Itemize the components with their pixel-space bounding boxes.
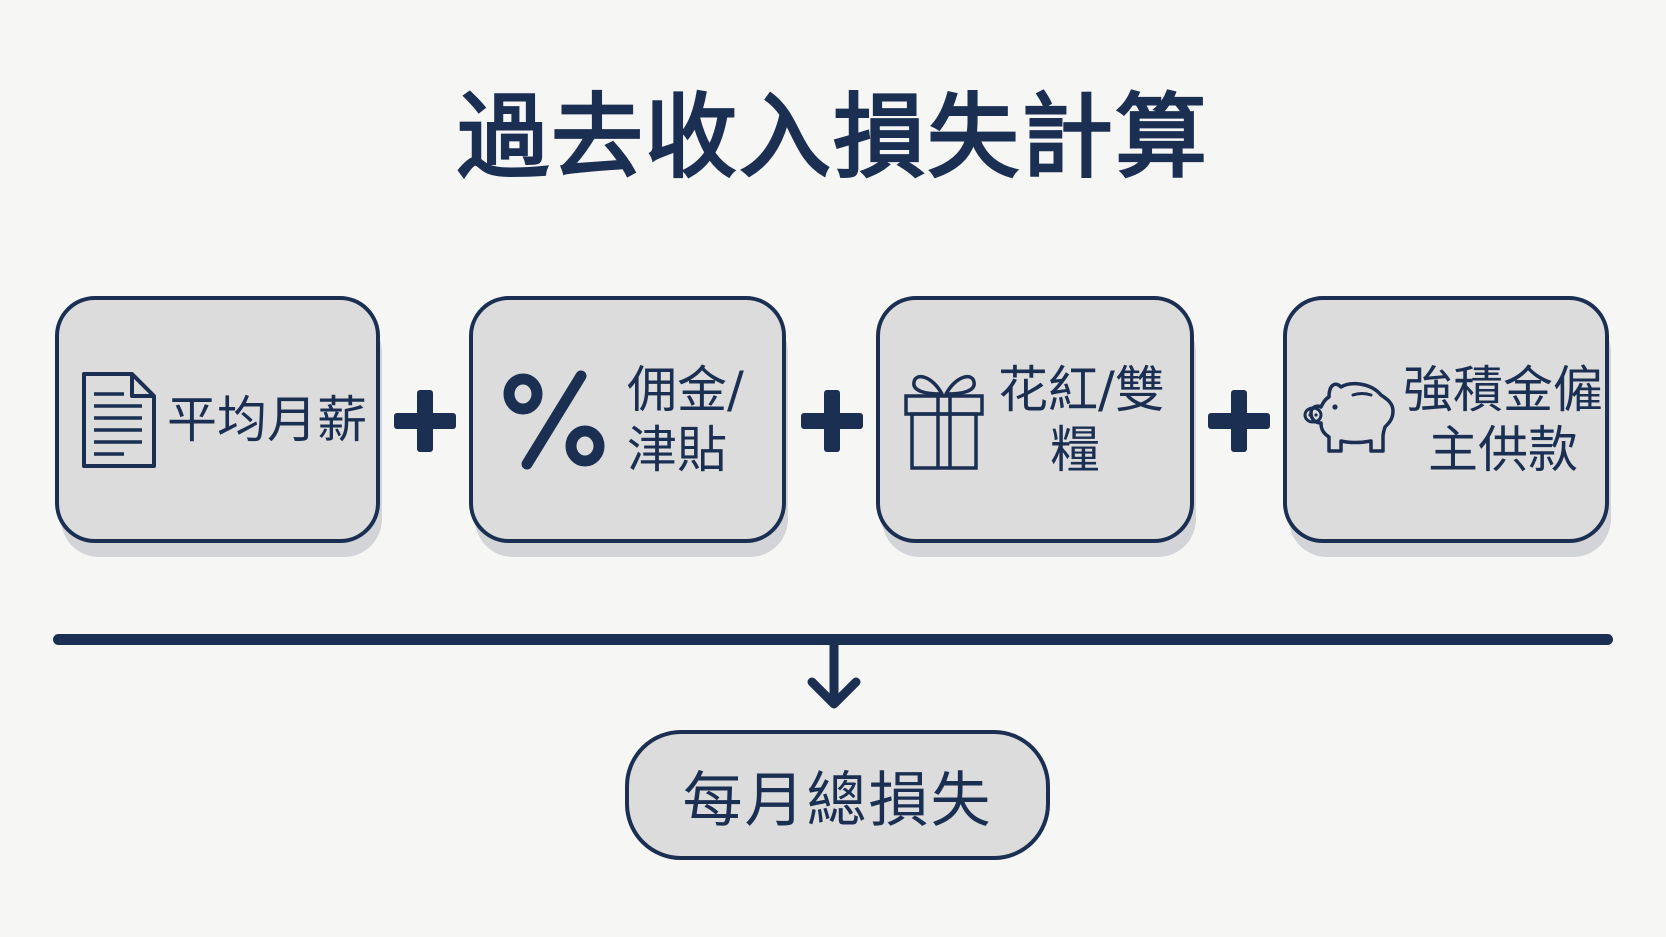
- document-icon: [79, 370, 159, 470]
- component-box-mpf: 強積金僱 主供款: [1283, 296, 1609, 543]
- percent-icon: [499, 370, 609, 470]
- component-box-commission: 佣金/ 津貼: [469, 296, 786, 543]
- component-label-line: 平均月薪: [167, 390, 367, 449]
- component-label-line: 強積金僱: [1403, 360, 1603, 419]
- component-box-monthly-salary: 平均月薪: [55, 296, 380, 543]
- piggy-bank-icon: [1299, 375, 1399, 465]
- plus-operator-1: [394, 390, 456, 452]
- component-label-line: 糧: [1050, 420, 1100, 479]
- component-label-line: 花紅/雙: [998, 360, 1165, 419]
- sum-divider-line: [53, 634, 1613, 645]
- result-label: 每月總損失: [682, 765, 993, 836]
- gift-icon: [902, 368, 986, 472]
- diagram-title: 過去收入損失計算: [456, 84, 1209, 191]
- down-arrow-icon: [804, 639, 864, 712]
- component-box-bonus: 花紅/雙 糧: [876, 296, 1194, 543]
- component-label-line: 津貼: [627, 420, 727, 479]
- component-label-line: 主供款: [1428, 420, 1578, 479]
- result-box-monthly-total-loss: 每月總損失: [625, 730, 1050, 860]
- plus-operator-3: [1208, 390, 1270, 452]
- component-label-line: 佣金/: [627, 360, 744, 419]
- plus-operator-2: [801, 390, 863, 452]
